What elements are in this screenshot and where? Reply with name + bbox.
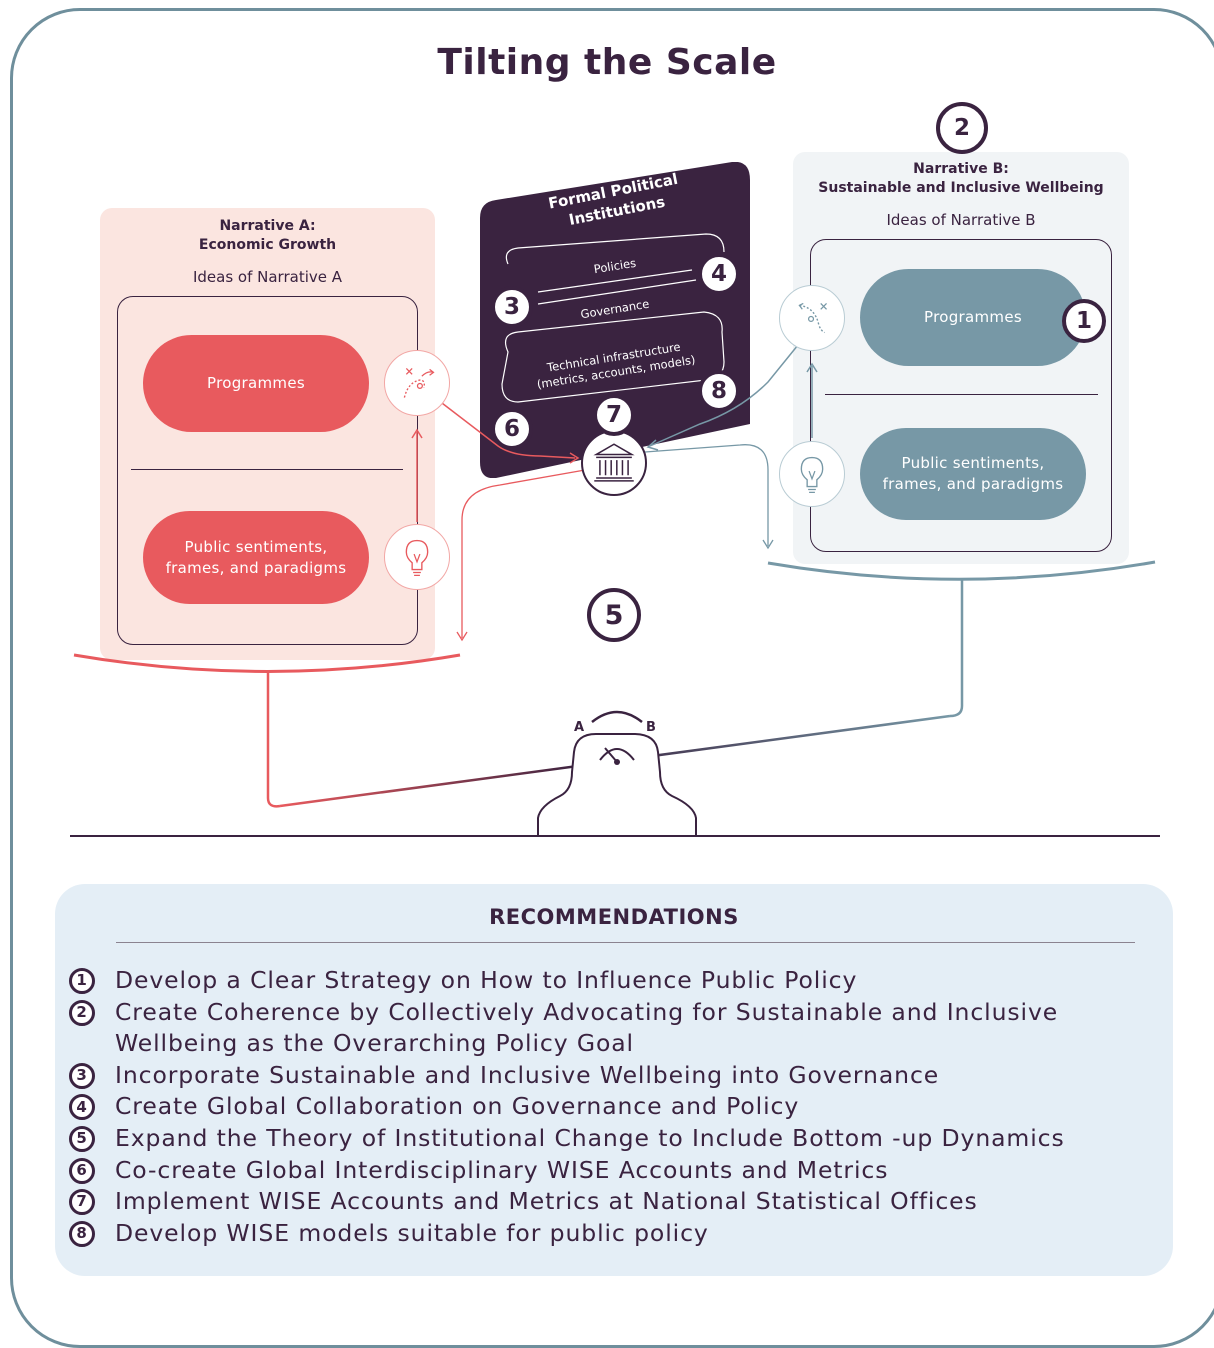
recommendation-text-continued: Wellbeing as the Overarching Policy Goal [115,1029,634,1058]
connectors-and-scale [70,344,1160,837]
strategy-icon [384,350,450,416]
narrative-a-sentiments-line2: frames, and paradigms [165,558,347,577]
recommendation-text: Develop WISE models suitable for public … [115,1218,709,1247]
page-title: Tilting the Scale [437,42,777,83]
badge-8: 8 [698,370,740,412]
strategy-icon [779,285,845,351]
recommendation-text: Expand the Theory of Institutional Chang… [115,1123,1065,1152]
recommendation-item: 2 Create Coherence by Collectively Advoca… [67,997,1147,1060]
recommendation-text: Incorporate Sustainable and Inclusive We… [115,1060,940,1089]
narrative-b-programmes-label: Programmes [924,308,1022,326]
badge-5: 5 [587,588,641,642]
scale-label-b: B [646,720,656,735]
recommendation-text: Create Global Collaboration on Governanc… [115,1092,800,1121]
narrative-a-heading-line1: Narrative A: [219,218,316,234]
narrative-b-sentiments-pill: Public sentiments, frames, and paradigms [860,428,1086,520]
badge-7: 7 [593,394,635,436]
recommendation-number: 8 [67,1220,101,1247]
recommendation-number: 4 [67,1094,101,1121]
recommendation-number: 7 [67,1189,101,1216]
badge-4: 4 [698,253,740,295]
recommendation-item: 5 Expand the Theory of Institutional Chan… [67,1123,1147,1155]
narrative-a-subtitle: Ideas of Narrative A [192,268,343,286]
recommendations-divider [116,942,1135,943]
recommendation-item: 8 Develop WISE models suitable for public… [67,1218,1147,1250]
recommendation-item: 3 Incorporate Sustainable and Inclusive W… [67,1060,1147,1092]
narrative-b-ideas-box [810,239,1112,552]
badge-1: 1 [1062,299,1106,343]
scale-label-a: A [574,720,585,735]
narrative-b-sentiments-line1: Public sentiments, [901,454,1045,472]
narrative-b-sentiments-line2: frames, and paradigms [882,475,1064,493]
narrative-b-heading: Narrative B: Sustainable and Inclusive W… [793,160,1129,198]
recommendation-text: Implement WISE Accounts and Metrics at N… [115,1187,978,1216]
recommendation-number: 5 [67,1125,101,1152]
recommendation-item: 4 Create Global Collaboration on Governan… [67,1091,1147,1123]
recommendation-text: Develop a Clear Strategy on How to Influ… [115,966,858,994]
recommendation-text: Create Coherence by Collectively Advocat… [115,997,1059,1026]
recommendation-number: 2 [67,999,101,1026]
lightbulb-icon [779,441,845,507]
narrative-a-heading: Narrative A: Economic Growth [100,217,435,255]
recommendation-item: 1 Develop a Clear Strategy on How to Infl… [67,965,1147,997]
institutions-card [480,162,750,478]
institution-icon [581,430,647,496]
narrative-b-subtitle: Ideas of Narrative B [886,211,1036,229]
narrative-a-divider [131,469,403,470]
recommendation-number: 6 [67,1157,101,1184]
recommendation-text: Co-create Global Interdisciplinary WISE … [115,1155,889,1184]
lightbulb-icon [384,524,450,590]
badge-6: 6 [491,408,533,450]
narrative-b-divider [825,394,1098,395]
narrative-b-programmes-pill: Programmes [860,269,1086,366]
narrative-a-programmes-label: Programmes [207,374,305,392]
recommendation-number: 3 [67,1062,101,1089]
recommendation-item: 7 Implement WISE Accounts and Metrics at … [67,1186,1147,1218]
gauge-icon [599,747,635,765]
narrative-a-heading-line2: Economic Growth [198,237,337,253]
narrative-a-sentiments-line1: Public sentiments, [184,537,328,556]
narrative-b-heading-line1: Narrative B: [913,161,1009,177]
recommendations-panel [55,884,1173,1276]
recommendation-number: 1 [67,968,101,994]
narrative-a-sentiments-pill: Public sentiments, frames, and paradigms [143,511,369,604]
badge-3: 3 [491,286,533,328]
narrative-b-heading-line2: Sustainable and Inclusive Wellbeing [818,180,1104,196]
recommendation-item: 6 Co-create Global Interdisciplinary WISE… [67,1155,1147,1187]
recommendations-list: 1 Develop a Clear Strategy on How to Infl… [67,965,1147,1249]
recommendations-title: RECOMMENDATIONS [489,905,739,929]
narrative-a-programmes-pill: Programmes [143,335,369,432]
badge-2: 2 [936,102,988,154]
